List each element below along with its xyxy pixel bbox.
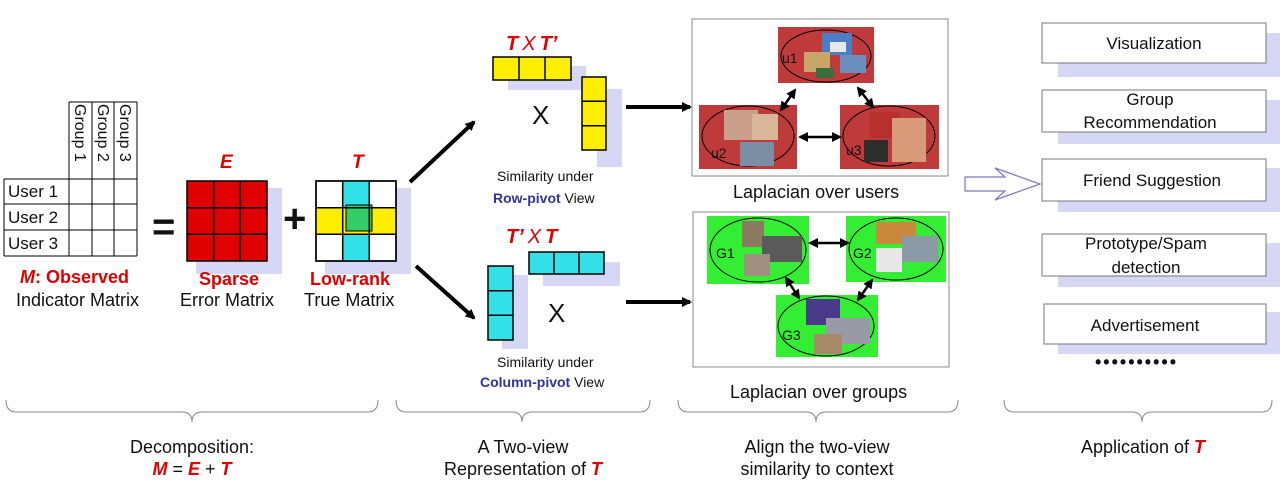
matrix-M: Group 1 Group 2 Group 3 User 1 User 2 Us… [3, 101, 139, 310]
matrix-E-caption: Sparse [199, 269, 259, 289]
row-view-caption-2: Row-pivot View [493, 190, 596, 206]
stage-application: Application of T [1081, 437, 1207, 457]
user-node-u3-label: u3 [846, 142, 862, 158]
app-box-visualization [1041, 22, 1267, 64]
col-view-times: X [548, 298, 565, 328]
hollow-arrow-to-applications [964, 167, 1042, 201]
col-view-caption: Similarity under [497, 354, 594, 370]
groups-graph: G1 G2 G3 [692, 211, 950, 368]
matrix-T: T Low-rank True Matrix [304, 152, 411, 310]
row-header-user-3: User 3 [8, 234, 58, 253]
user-node-u2-label: u2 [711, 145, 727, 161]
app-box-prototype-spam [1041, 233, 1267, 277]
row-view-caption: Similarity under [497, 168, 594, 184]
matrix-T-caption: Low-rank [310, 269, 391, 289]
equals-sign: = [152, 205, 175, 249]
users-graph-caption: Laplacian over users [733, 182, 899, 202]
group-node-g1-label: G1 [716, 245, 735, 261]
users-graph: u1 u2 u3 [691, 18, 949, 177]
user-node-u1-label: u1 [782, 50, 798, 66]
matrix-T-caption-2: True Matrix [304, 290, 394, 310]
stage-decomposition-formula: M = E + T [152, 459, 233, 479]
group-node-g2-label: G2 [853, 245, 872, 261]
row-view-times: X [532, 100, 549, 130]
matrix-E: E Sparse Error Matrix [180, 152, 282, 310]
app-box-advertisement [1043, 303, 1267, 345]
stage-braces [5, 399, 1273, 423]
stage-two-view-line2: Representation of T [444, 459, 604, 479]
col-header-group-2: Group 2 [94, 104, 111, 162]
stage-align: Align the two-view [744, 437, 890, 457]
col-header-group-3: Group 3 [116, 104, 133, 162]
app-box-group-recommendation [1041, 89, 1267, 133]
app-advertisement: Advertisement [1091, 316, 1200, 335]
app-box-friend-suggestion [1041, 158, 1267, 202]
stage-two-view: A Two-view [478, 437, 570, 457]
col-view-caption-2: Column-pivot View [480, 374, 605, 390]
stage-align-line2: similarity to context [740, 459, 893, 479]
group-node-g3-label: G3 [782, 327, 801, 343]
stage-decomposition: Decomposition: [130, 437, 254, 457]
groups-graph-caption: Laplacian over groups [730, 382, 907, 402]
matrix-T-symbol: T [352, 152, 365, 173]
matrix-M-caption: M: Observed [20, 267, 129, 287]
matrix-E-caption-2: Error Matrix [180, 290, 274, 310]
row-header-user-1: User 1 [8, 182, 58, 201]
plus-sign: + [283, 197, 306, 241]
matrix-M-caption-2: Indicator Matrix [16, 290, 139, 310]
matrix-E-symbol: E [220, 152, 234, 173]
app-friend-suggestion: Friend Suggestion [1083, 171, 1221, 190]
arrow-to-column-view [414, 264, 476, 320]
row-header-user-2: User 2 [8, 208, 58, 227]
col-header-group-1: Group 1 [71, 104, 88, 162]
arrow-to-row-view [408, 120, 476, 184]
app-more-dots: •••••••••• [1095, 352, 1178, 372]
app-visualization: Visualization [1106, 34, 1201, 53]
